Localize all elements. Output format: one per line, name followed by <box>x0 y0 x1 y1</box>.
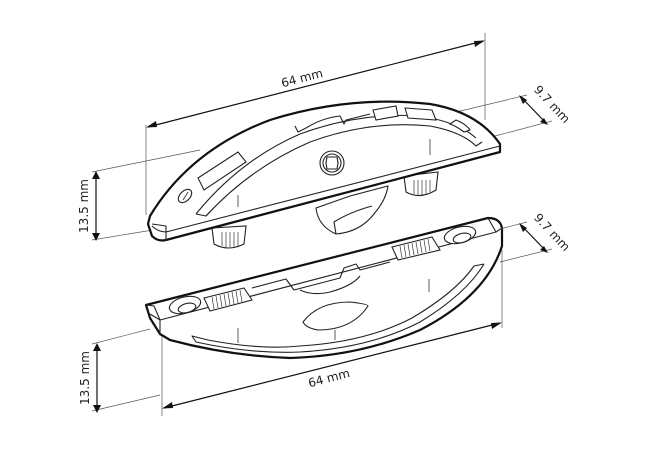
countersunk-hole-left-icon <box>168 295 202 315</box>
arrowhead-icon <box>519 95 527 104</box>
hex-socket-icon <box>319 150 345 176</box>
arrowhead-icon <box>92 233 100 241</box>
slot-top <box>372 105 399 121</box>
extension-line <box>494 120 553 137</box>
dimension-line <box>163 322 501 409</box>
arrowhead-left-icon <box>162 402 173 409</box>
bottom-height-label: 13.5 mm <box>78 351 92 405</box>
arrowhead-right-icon <box>491 322 502 329</box>
countersunk-hole-right-icon <box>443 225 477 245</box>
top-width-label: 9.7 mm <box>531 83 573 126</box>
arrowhead-icon <box>92 171 100 179</box>
arrowhead-left-icon <box>146 121 157 128</box>
top-length-label: 64 mm <box>280 66 325 90</box>
arrowhead-icon <box>93 343 101 351</box>
bottom-width-dimension: 9.7 mm <box>499 211 573 263</box>
bottom-width-label: 9.7 mm <box>531 211 573 254</box>
screw-hole-icon <box>177 188 193 204</box>
dowel-pin-left <box>211 225 247 249</box>
slot-right <box>448 119 471 133</box>
arrowhead-icon <box>540 246 548 253</box>
extension-line <box>91 149 201 173</box>
lens-recess <box>302 301 369 331</box>
threaded-channel-left <box>203 287 253 312</box>
cam-lobe <box>315 185 389 235</box>
extension-line <box>91 394 161 412</box>
arrowhead-icon <box>519 223 527 232</box>
bottom-height-dimension: 13.5 mm <box>78 328 161 413</box>
lower-part <box>144 216 504 360</box>
top-height-label: 13.5 mm <box>77 179 91 233</box>
slot-left <box>197 151 247 191</box>
dimension-line <box>147 40 484 128</box>
arrowhead-right-icon <box>474 40 485 47</box>
upper-part <box>146 100 502 249</box>
extension-line <box>447 94 528 115</box>
dowel-pin-right <box>403 171 439 197</box>
threaded-channel-right <box>391 236 441 261</box>
arrowhead-icon <box>93 405 101 413</box>
extension-line <box>499 221 528 230</box>
extension-line <box>91 328 151 345</box>
arrowhead-icon <box>540 118 548 125</box>
slot-mid <box>404 107 437 121</box>
